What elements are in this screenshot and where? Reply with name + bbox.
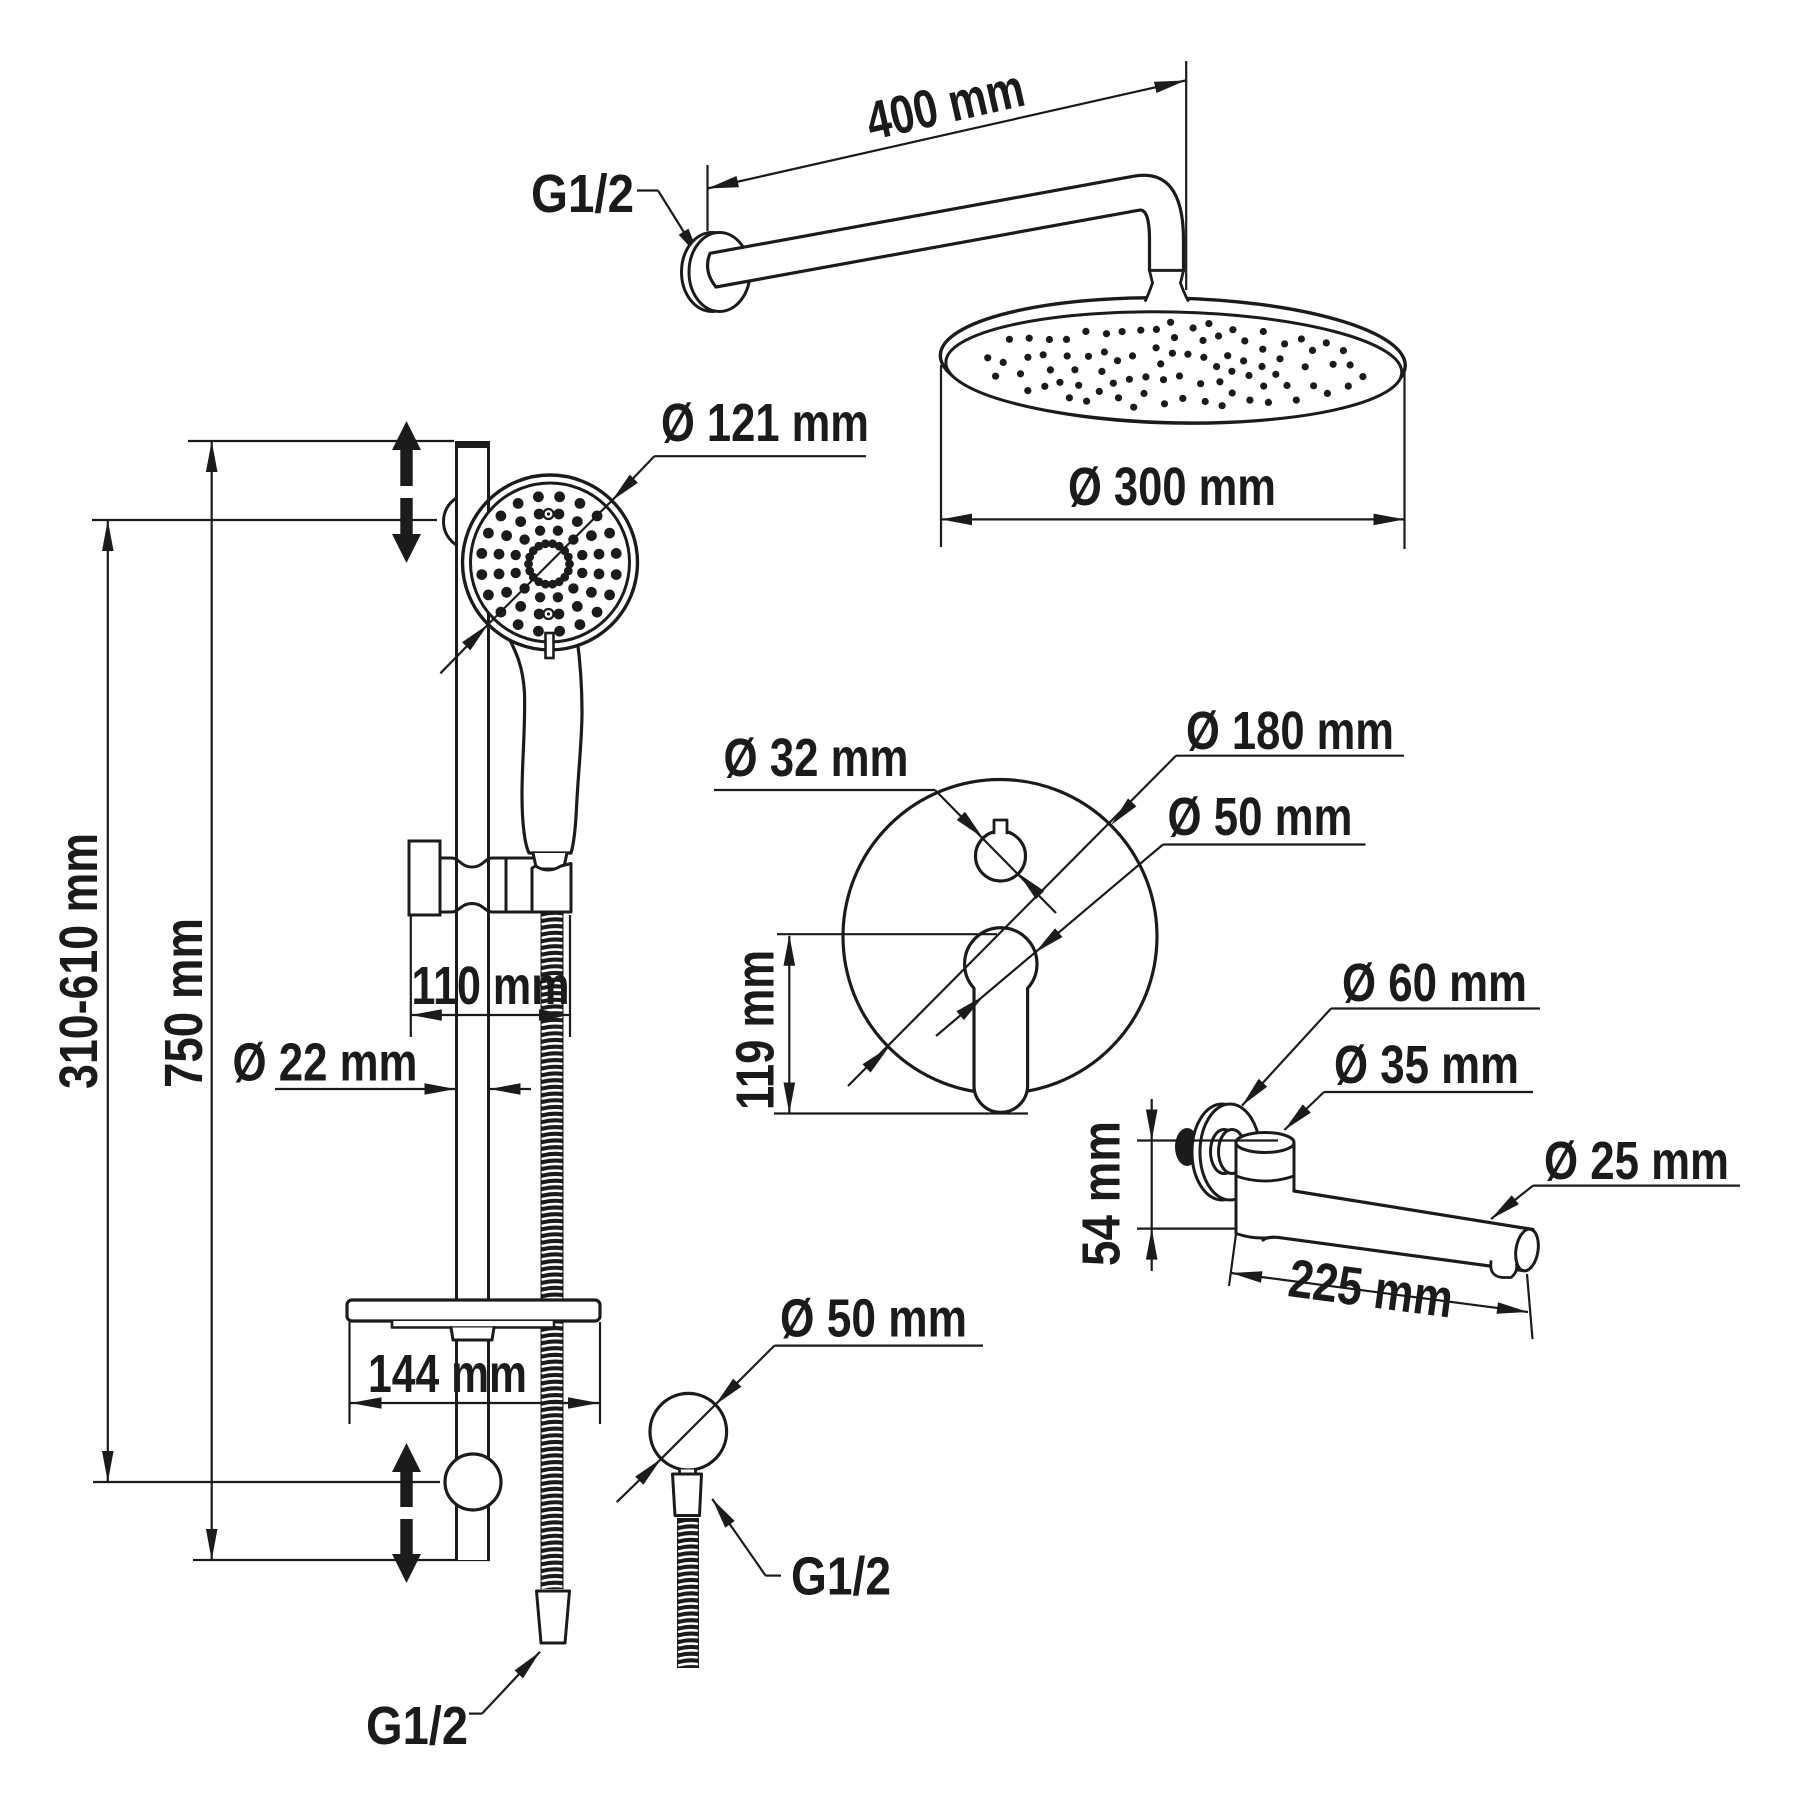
- svg-text:Ø 32 mm: Ø 32 mm: [724, 728, 909, 788]
- svg-text:Ø 121 mm: Ø 121 mm: [661, 393, 869, 453]
- svg-text:Ø 300 mm: Ø 300 mm: [1068, 457, 1276, 517]
- svg-text:Ø 22 mm: Ø 22 mm: [233, 1032, 418, 1092]
- svg-text:750 mm: 750 mm: [154, 918, 214, 1088]
- svg-text:Ø 50 mm: Ø 50 mm: [1168, 787, 1353, 847]
- svg-text:G1/2: G1/2: [366, 1696, 468, 1756]
- svg-text:Ø 60 mm: Ø 60 mm: [1342, 953, 1527, 1013]
- svg-text:Ø 50 mm: Ø 50 mm: [780, 1289, 967, 1349]
- svg-text:110 mm: 110 mm: [412, 956, 570, 1016]
- svg-text:G1/2: G1/2: [791, 1546, 891, 1606]
- svg-text:Ø 35 mm: Ø 35 mm: [1334, 1035, 1519, 1095]
- svg-text:144 mm: 144 mm: [368, 1344, 527, 1404]
- svg-text:54 mm: 54 mm: [1072, 1121, 1132, 1266]
- svg-text:G1/2: G1/2: [531, 164, 634, 224]
- svg-text:Ø 180 mm: Ø 180 mm: [1186, 701, 1394, 761]
- svg-text:119 mm: 119 mm: [726, 950, 786, 1110]
- svg-text:310-610 mm: 310-610 mm: [49, 833, 109, 1089]
- svg-text:Ø 25 mm: Ø 25 mm: [1544, 1131, 1729, 1191]
